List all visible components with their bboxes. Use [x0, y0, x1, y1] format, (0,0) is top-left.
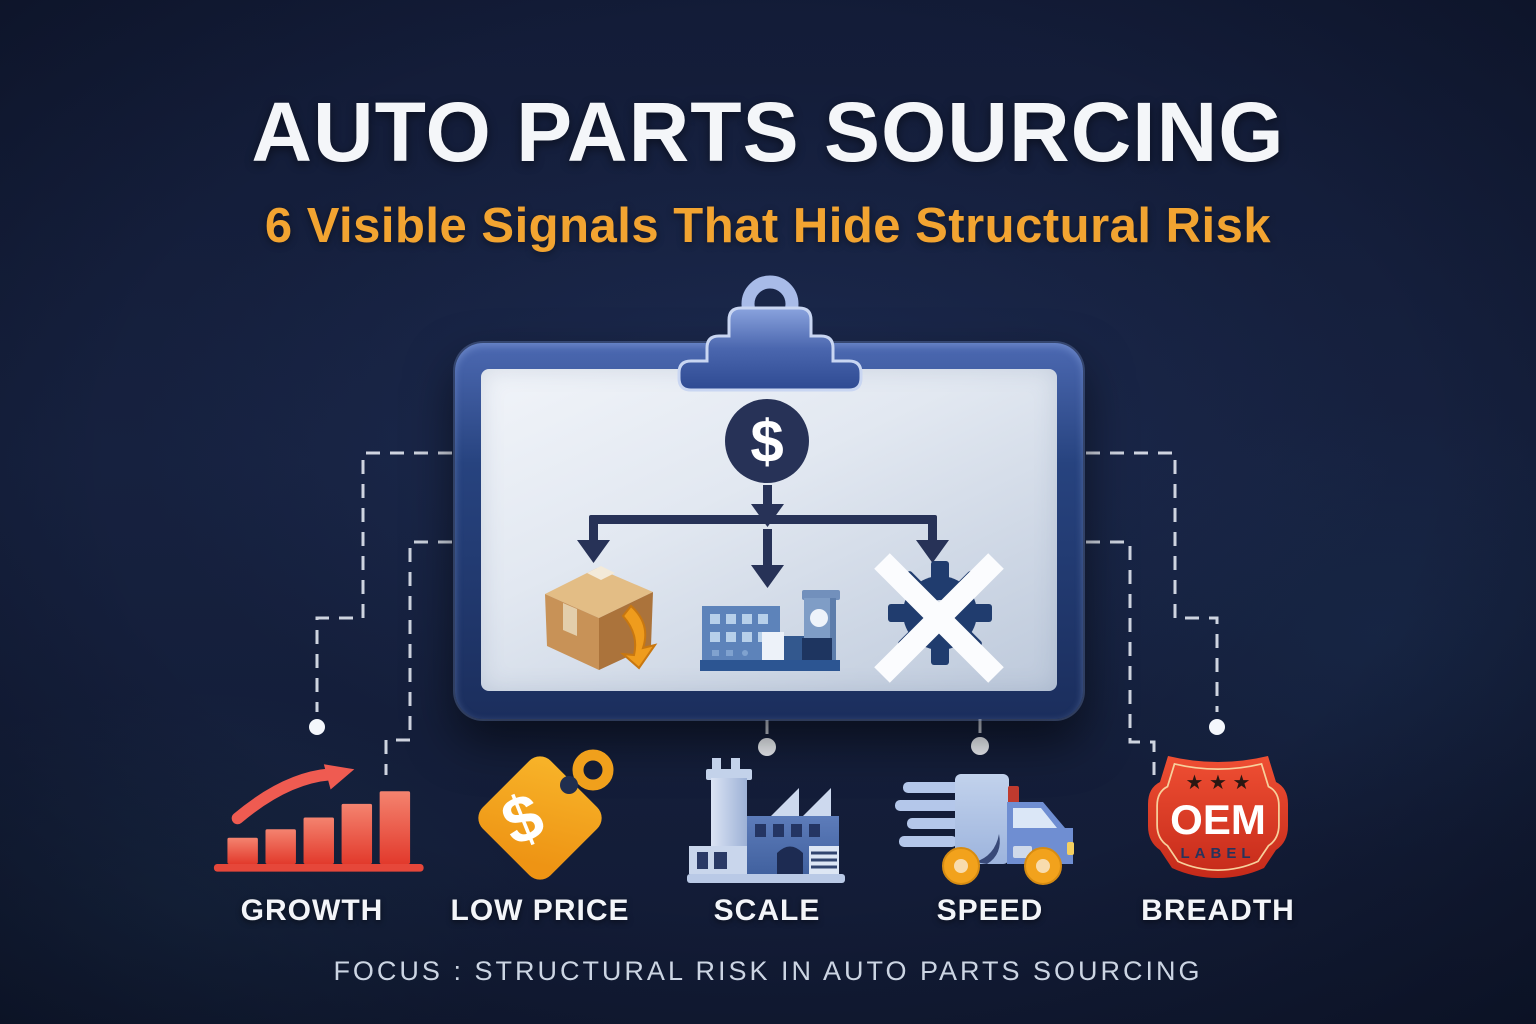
down-arrow-ribbon-icon: [620, 604, 658, 670]
dollar-symbol: $: [750, 408, 783, 475]
connector-dot-breadth: [1209, 719, 1225, 735]
factory-icon: [687, 758, 845, 883]
page-title: AUTO PARTS SOURCING: [251, 85, 1285, 179]
package-box-icon: [545, 566, 658, 670]
signal-speed: SPEED: [875, 738, 1105, 928]
footer-focus-text: FOCUS : STRUCTURAL RISK IN AUTO PARTS SO…: [333, 956, 1203, 986]
price-tag-icon: $: [478, 749, 614, 880]
badge-subtitle: LABEL: [1181, 845, 1256, 862]
signal-label: BREADTH: [1141, 894, 1295, 927]
connector-growth: [315, 451, 452, 712]
signal-breadth: ★ ★ ★ OEM LABEL BREADTH: [1103, 738, 1333, 928]
badge-title: OEM: [1170, 796, 1266, 843]
up-arrow-icon: [231, 768, 337, 825]
signal-label: SCALE: [713, 894, 821, 927]
signal-growth: GROWTH: [197, 738, 427, 928]
dollar-circle-icon: [725, 399, 809, 483]
factory-cluster-icon: [700, 590, 840, 671]
signal-scale: SCALE: [652, 738, 882, 928]
page-subtitle: 6 Visible Signals That Hide Structural R…: [264, 199, 1272, 253]
clipboard-clip-icon: [677, 275, 863, 392]
signal-low-price: $ LOW PRICE: [425, 738, 655, 928]
delivery-truck-icon: [895, 774, 1074, 885]
badge-stars: ★ ★ ★: [1186, 772, 1251, 794]
connector-breadth-outer: [1086, 451, 1219, 712]
x-mark-icon: [874, 553, 1004, 683]
signal-label: SPEED: [936, 894, 1044, 927]
wheel-icon: [942, 847, 980, 885]
oem-badge-icon: ★ ★ ★ OEM LABEL: [1148, 756, 1288, 878]
crossed-out-gear-icon: [874, 553, 1004, 683]
wheel-icon: [1024, 847, 1062, 885]
growth-trend-icon: [213, 764, 424, 872]
connector-dot-growth: [309, 719, 325, 735]
signal-label: LOW PRICE: [450, 894, 630, 927]
signal-label: GROWTH: [240, 894, 384, 927]
sourcing-flow-diagram: $: [577, 399, 949, 588]
